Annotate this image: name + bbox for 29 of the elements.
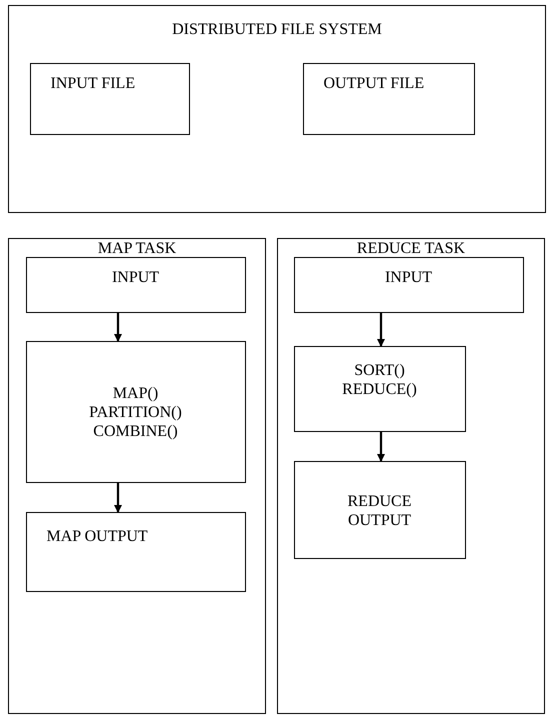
arrow [377,313,385,347]
box-label: SORT() [353,360,406,380]
process-box [294,256,524,312]
process-box [294,460,466,558]
process-box [294,346,466,432]
process-box [30,62,190,134]
arrow [114,483,122,513]
box-label: COMBINE() [92,422,179,440]
process-box [26,340,246,482]
box-label: MAP OUTPUT [46,526,149,546]
panel-heading: DISTRIBUTED FILE SYSTEM [171,20,383,39]
box-label: PARTITION() [88,402,183,422]
box-label: REDUCE OUTPUT [346,492,412,530]
box-label: INPUT [384,268,434,286]
arrow [377,432,385,462]
box-label: INPUT [110,268,160,286]
task-panel [8,238,266,714]
system-panel [8,5,546,213]
process-box [26,256,246,312]
box-label: OUTPUT FILE [324,74,426,92]
task-panel [277,238,545,714]
panel-heading: REDUCE TASK [356,239,466,258]
box-label: INPUT FILE [50,74,136,92]
arrow [114,313,122,342]
box-label: MAP() [112,384,160,402]
box-label: REDUCE() [341,380,418,398]
process-box [302,62,474,134]
process-box [26,512,246,592]
panel-heading: MAP TASK [96,239,178,258]
